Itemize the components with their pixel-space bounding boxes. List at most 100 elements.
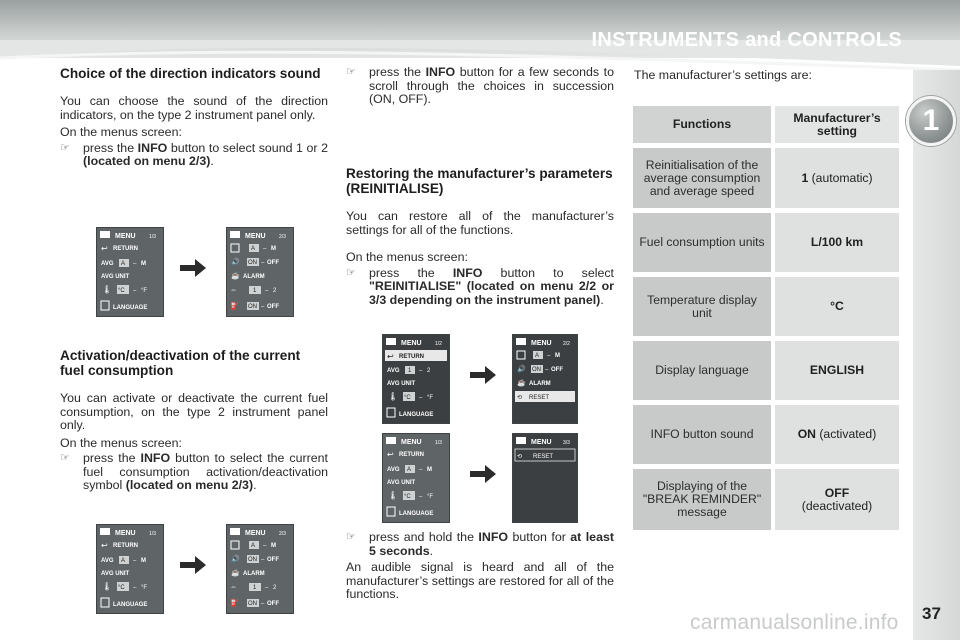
svg-text:–: – [133,288,137,294]
svg-text:MENU: MENU [245,233,266,240]
table-cell-function: INFO button sound [633,405,771,464]
svg-text:M: M [555,353,560,359]
svg-text:RETURN: RETURN [113,543,138,549]
svg-text:OFF: OFF [267,304,279,310]
svg-text:MENU: MENU [401,340,422,347]
watermark-text: carmanualsonline.info [690,611,899,634]
right-arrow-icon [470,465,496,483]
display-screen-menu-1-3: MENU 1/3 ↩ RETURN AVG A – M AVG UNIT 🌡 °… [382,433,450,523]
svg-text:–: – [545,367,549,373]
hand-pointer-icon: ☞ [346,266,356,279]
svg-text:RETURN: RETURN [399,354,424,360]
display-screen-menu-2-3: MENU 2/3 A – M 🔊 ON – OFF ☕ ALARM ⇔ 1 – … [226,227,294,317]
chapter-badge: 1 [906,96,956,146]
bullet-item: ☞ press the INFO button to select the cu… [60,451,328,492]
svg-text:–: – [133,558,137,564]
table-cell-function: Fuel consumption units [633,213,771,272]
svg-text:AVG: AVG [387,368,400,374]
thermometer-icon: 🌡 [388,491,398,500]
svg-text:–: – [263,543,267,549]
section-heading-reinitialise: Restoring the manufacturer’s parameters … [346,166,613,196]
reset-icon: ⟲ [517,454,522,460]
svg-text:ON: ON [532,367,541,373]
svg-text:LANGUAGE: LANGUAGE [399,412,433,418]
svg-text:–: – [265,585,269,591]
svg-text:MENU: MENU [245,530,266,537]
svg-text:–: – [133,585,137,591]
svg-text:RETURN: RETURN [399,452,424,458]
fuel-gauge-icon: ⛽ [230,301,239,310]
table-cell-setting: ON (activated) [775,405,899,464]
speaker-icon: 🔊 [231,554,240,563]
thermometer-icon: 🌡 [102,285,112,294]
paragraph: You can choose the sound of the directio… [60,94,328,122]
display-screen-menu-1-3: MENU 1/3 ↩ RETURN AVG A – M AVG UNIT 🌡 °… [96,227,164,317]
svg-text:1/3: 1/3 [435,440,442,446]
hand-pointer-icon: ☞ [346,531,356,543]
paragraph: An audible signal is heard and all of th… [346,560,614,601]
svg-text:RESET: RESET [529,395,549,401]
svg-text:2/2: 2/2 [563,341,570,347]
svg-text:–: – [419,395,423,401]
thermometer-icon: 🌡 [388,392,398,401]
svg-text:RESET: RESET [533,454,553,460]
right-arrow-icon [180,259,206,277]
svg-text:A: A [121,261,125,267]
cup-icon: ☕ [231,271,240,280]
svg-text:2: 2 [273,585,277,591]
svg-text:ON: ON [248,260,257,266]
table-intro: The manufacturer’s settings are: [634,68,812,82]
indicator-arrows-icon: ⇔ [230,287,237,294]
svg-text:LANGUAGE: LANGUAGE [113,602,147,608]
svg-text:–: – [547,353,551,359]
thermometer-icon: 🌡 [102,582,112,591]
svg-text:M: M [427,467,432,473]
speaker-icon: 🔊 [517,364,526,373]
svg-text:LANGUAGE: LANGUAGE [113,305,147,311]
bullet-item: ☞ press the INFO button to select sound … [60,140,328,168]
svg-text:1/3: 1/3 [149,531,156,537]
svg-text:–: – [261,557,265,563]
svg-text:LANGUAGE: LANGUAGE [399,511,433,517]
svg-text:°C: °C [118,585,125,591]
svg-text:–: – [263,246,267,252]
paragraph: On the menus screen: [60,125,182,139]
svg-text:2/3: 2/3 [279,234,286,240]
svg-text:ON: ON [248,601,257,607]
svg-text:OFF: OFF [551,367,563,373]
return-icon: ↩ [387,352,394,361]
table-cell-setting: L/100 km [775,213,899,272]
reset-icon: ⟲ [517,395,522,401]
paragraph: You can activate or deactivate the curre… [60,391,328,432]
svg-text:2: 2 [273,288,277,294]
paragraph: You can restore all of the manufacturer’… [346,209,614,237]
svg-text:M: M [271,246,276,252]
svg-text:1: 1 [408,368,412,374]
page-title: INSTRUMENTS and CONTROLS [591,29,902,51]
cup-icon: ☕ [517,378,526,387]
speaker-icon: 🔊 [231,257,240,266]
indicator-arrows-icon: ⇔ [230,584,237,591]
svg-text:1/3: 1/3 [149,234,156,240]
svg-text:RETURN: RETURN [113,246,138,252]
bullet-item: ☞ press the INFO button for a few second… [346,65,614,106]
svg-text:ALARM: ALARM [243,274,265,280]
svg-text:A: A [121,558,125,564]
display-screen-menu-1-3: MENU 1/3 ↩ RETURN AVG A – M AVG UNIT 🌡 °… [96,524,164,614]
bullet-item: ☞ press the INFO button to select "REINI… [346,265,614,307]
svg-text:°C: °C [404,395,411,401]
svg-text:–: – [261,304,265,310]
display-screen-menu-3-3: MENU 3/3 ⟲ RESET [512,433,578,523]
svg-text:MENU: MENU [115,530,136,537]
right-arrow-icon [470,366,496,384]
svg-text:AVG UNIT: AVG UNIT [387,381,416,387]
svg-text:1: 1 [253,288,257,294]
svg-text:A: A [407,467,411,473]
svg-text:MENU: MENU [401,439,422,446]
svg-text:M: M [141,261,146,267]
display-screen-menu-2-3: MENU 2/3 A – M 🔊 ON – OFF ☕ ALARM ⇔ 1 – … [226,524,294,614]
svg-text:°F: °F [427,494,433,500]
right-arrow-icon [180,556,206,574]
table-cell-setting: ENGLISH [775,341,899,400]
svg-text:–: – [133,261,137,267]
